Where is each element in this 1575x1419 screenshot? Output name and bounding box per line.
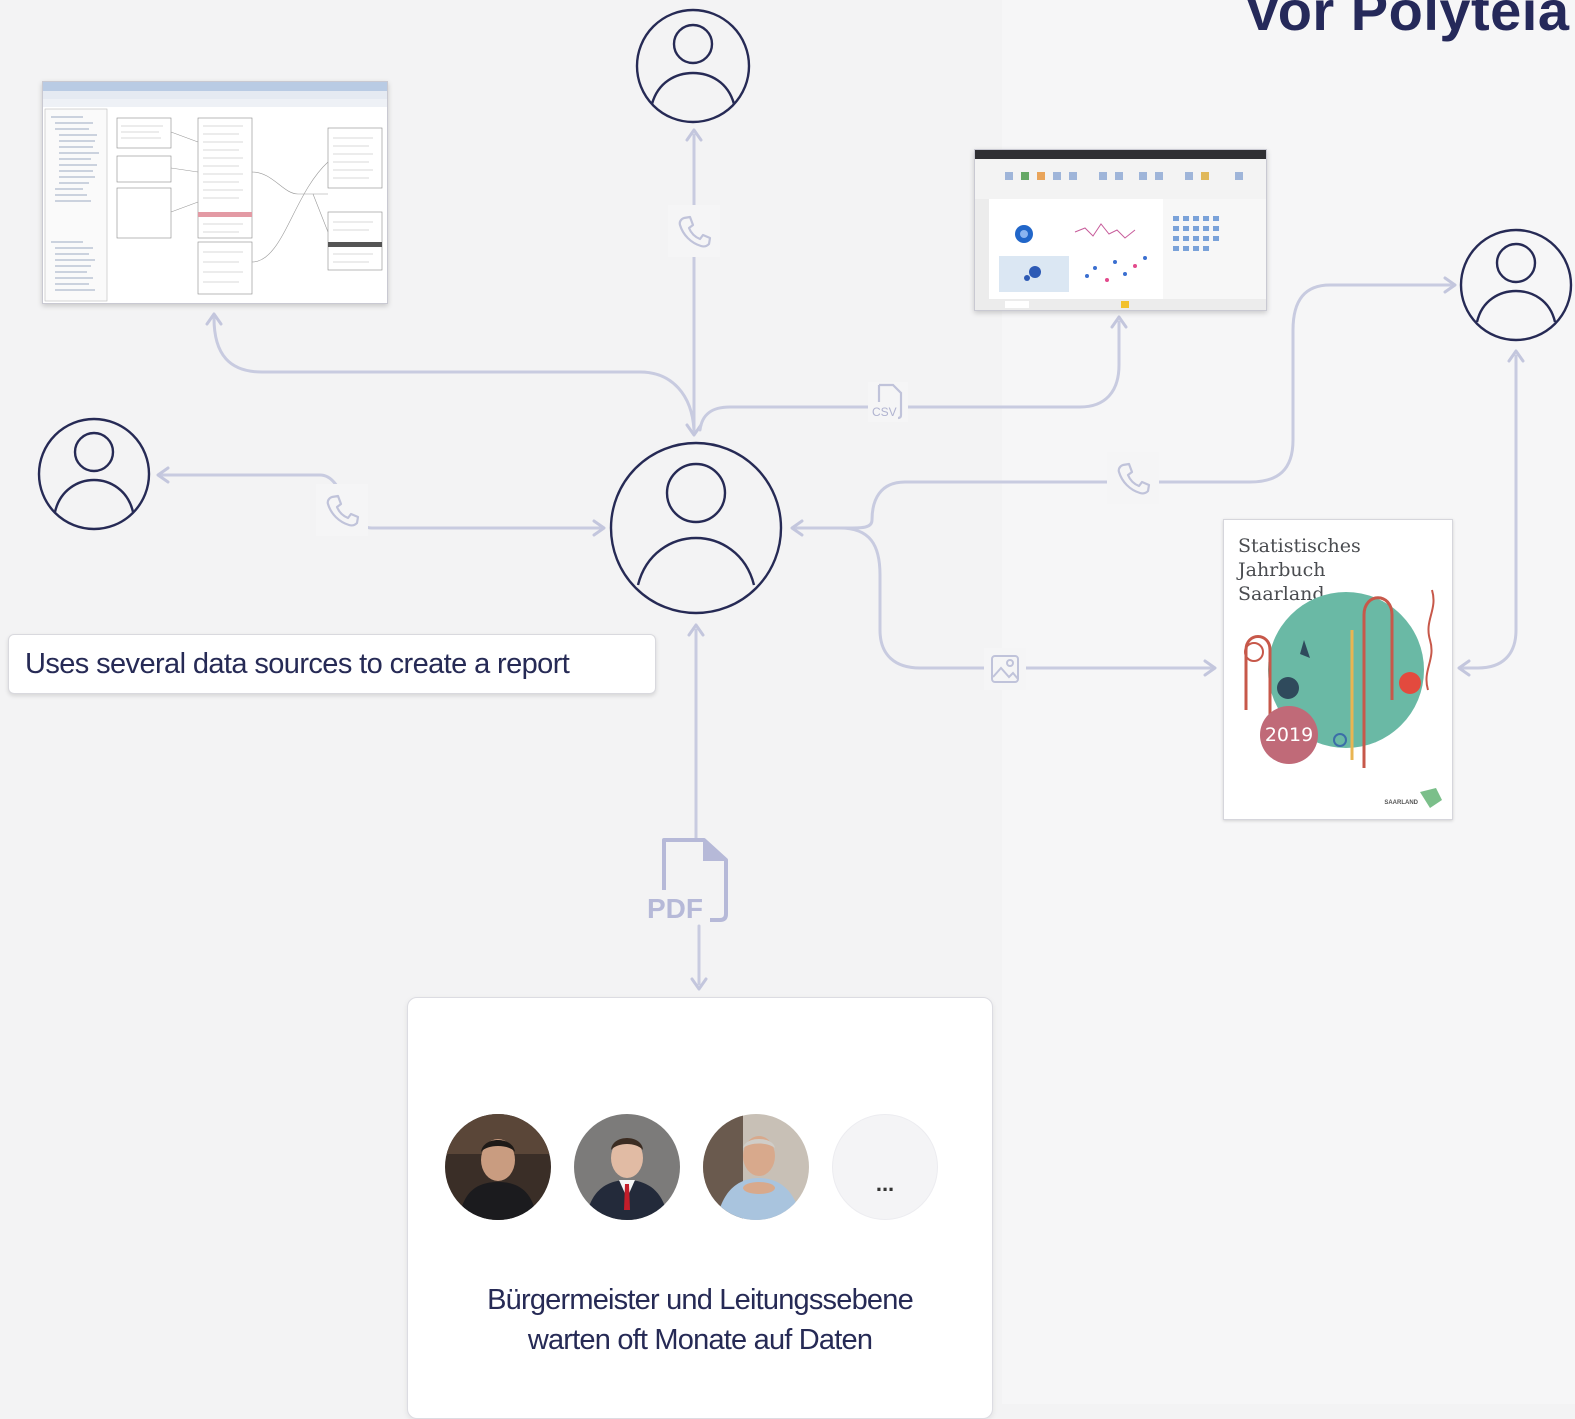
arrowhead-central-bottom xyxy=(687,623,705,637)
audience-caption: Bürgermeister und Leitungssebene warten … xyxy=(487,1284,914,1356)
left-user-avatar xyxy=(37,417,151,531)
database-tool-screenshot xyxy=(42,81,388,304)
arrowhead-db xyxy=(205,312,223,326)
top-user-avatar xyxy=(635,8,751,124)
avatar xyxy=(703,1114,809,1220)
arrowhead-bi xyxy=(1110,315,1128,329)
bi-dashboard-screenshot xyxy=(974,149,1267,311)
connector-left-user xyxy=(158,473,602,530)
arrowhead-right-user-up xyxy=(1507,349,1525,363)
csv-label: CSV xyxy=(872,405,897,419)
phone-icon xyxy=(1107,452,1159,504)
avatar xyxy=(445,1114,551,1220)
arrowhead-central-top xyxy=(685,423,703,437)
arrowhead-left-user xyxy=(156,466,170,484)
arrowhead-card xyxy=(690,977,708,991)
connector-right-user-top xyxy=(793,283,1454,530)
arrowhead-central-left xyxy=(592,519,606,537)
avatar xyxy=(574,1114,680,1220)
phone-icon xyxy=(316,484,368,536)
phone-icon xyxy=(668,205,720,257)
right-user-avatar xyxy=(1459,228,1573,342)
connector-db-to-user xyxy=(212,316,696,432)
publication-year: 2019 xyxy=(1260,706,1318,764)
connector-bi-to-user xyxy=(698,320,1121,432)
statistical-yearbook-cover: Statistisches Jahrbuch Saarland 2019 SAA… xyxy=(1223,519,1453,820)
image-icon xyxy=(984,648,1026,690)
connector-right-user-publication xyxy=(1460,354,1518,670)
more-avatars-indicator: ... xyxy=(832,1114,938,1220)
arrowhead-right-user-top xyxy=(1443,276,1457,294)
arrowhead-publication-right xyxy=(1457,659,1471,677)
caption-text: Uses several data sources to create a re… xyxy=(25,647,570,680)
yearbook-illustration xyxy=(1244,589,1442,808)
publication-title: Statistisches Jahrbuch Saarland xyxy=(1238,535,1361,605)
pdf-file-icon xyxy=(654,834,734,926)
publisher-logo: SAARLAND xyxy=(1384,800,1418,806)
central-user-avatar xyxy=(609,441,783,615)
audience-card: ... Bürgermeister und Leitungssebene war… xyxy=(407,997,993,1419)
page-title: Vor Polyteia xyxy=(1244,0,1570,42)
arrowhead-publication xyxy=(1203,659,1217,677)
arrowhead-central-right xyxy=(790,519,804,537)
central-user-caption: Uses several data sources to create a re… xyxy=(8,634,656,694)
pdf-label: PDF xyxy=(647,893,703,924)
arrowhead-top-user xyxy=(685,128,703,142)
csv-file-icon xyxy=(868,382,908,422)
connector-to-publication xyxy=(838,526,1214,670)
